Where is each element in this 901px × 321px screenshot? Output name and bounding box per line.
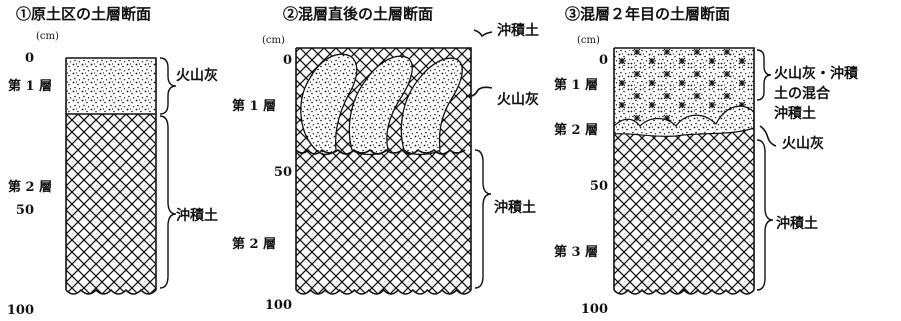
panel-2-label-ash: 火山灰 (497, 91, 539, 108)
panel-3-label-alluvial: 沖積土 (776, 215, 818, 232)
panel-3-layer-2: 第 2 層 (554, 122, 598, 138)
panel-1-tick-50: 50 (16, 203, 34, 218)
panel-3-label-ash: 火山灰 (782, 135, 824, 152)
panel-2-layer-1: 第 1 層 (232, 98, 276, 114)
panel-2-title: ②混層直後の土層断面 (283, 5, 433, 23)
panel-3-label-mixed-line-2: 土の混合 (774, 85, 831, 102)
panel-3-leader-ash (759, 125, 777, 147)
panel-3-alluvial-brace (756, 139, 774, 291)
panel-3-year-two: ③混層２年目の土層断面 (cm) 0 50 100 第 1 層 第 2 層 第 … (554, 5, 859, 317)
panel-2-mixing-boundary (295, 148, 466, 155)
panel-1-tick-100: 100 (7, 303, 34, 318)
panel-1-title: ①原土区の土層断面 (16, 5, 151, 23)
panel-1-outline (65, 57, 157, 290)
panel-3-layer-3: 第 3 層 (554, 244, 598, 260)
panel-2-leader-1 (473, 29, 493, 38)
panel-2-after-mixing: ②混層直後の土層断面 (cm) 0 50 100 第 1 層 第 2 層 沖積土… (232, 5, 539, 313)
panel-3-label-mixed-line-1: 火山灰・沖積 (774, 65, 859, 82)
panel-3-outline (613, 47, 755, 290)
panel-3-mixed-layer (614, 48, 754, 126)
panel-2-ash-streak-3 (400, 57, 463, 156)
panel-1-alluvial-layer (66, 114, 156, 294)
panel-2-outline (295, 47, 472, 290)
panel-3-tick-100: 100 (581, 302, 608, 317)
panel-2-alluvial-brace (474, 149, 492, 289)
panel-2-layer-2: 第 2 層 (232, 236, 276, 252)
panel-1-original-soil: ①原土区の土層断面 (cm) 0 50 100 第 1 層 第 2 層 火山灰 … (7, 5, 218, 318)
panel-1-layer-1: 第 1 層 (8, 78, 52, 94)
panel-2-leader-2 (465, 86, 493, 98)
panel-2-ash-streak-1 (300, 53, 358, 156)
panel-2-tick-50: 50 (274, 165, 292, 180)
panel-3-wavy-bottom (613, 288, 755, 295)
panel-3-unit: (cm) (577, 35, 600, 46)
panel-3-title: ③混層２年目の土層断面 (565, 5, 730, 23)
panel-1-ash-brace (159, 57, 177, 115)
panel-3-mixed-brace (756, 49, 772, 101)
panel-3-label-alluvial-mid: 沖積土 (774, 105, 816, 122)
panel-3-ash-band (613, 105, 755, 138)
panel-2-label-alluvial-top: 沖積土 (497, 22, 539, 39)
panel-2-unit: (cm) (262, 35, 285, 46)
panel-2-tick-0: 0 (283, 53, 292, 68)
panel-3-layer-1: 第 1 層 (554, 77, 598, 93)
panel-3-tick-50: 50 (590, 179, 608, 194)
panel-2-wavy-bottom (295, 288, 472, 295)
panel-1-layer-2: 第 2 層 (8, 179, 52, 195)
panel-1-wavy-bottom (65, 288, 157, 295)
panel-1-unit: (cm) (36, 31, 59, 42)
panel-1-tick-0: 0 (25, 51, 34, 66)
panel-1-ash-layer (66, 58, 156, 114)
panel-1-label-ash: 火山灰 (176, 67, 218, 84)
panel-1-label-alluvial: 沖積土 (176, 207, 218, 224)
panel-2-label-alluvial: 沖積土 (494, 199, 536, 216)
panel-3-tick-0: 0 (599, 53, 608, 68)
panel-2-tick-100: 100 (265, 298, 292, 313)
panel-1-alluvial-brace (159, 115, 177, 289)
